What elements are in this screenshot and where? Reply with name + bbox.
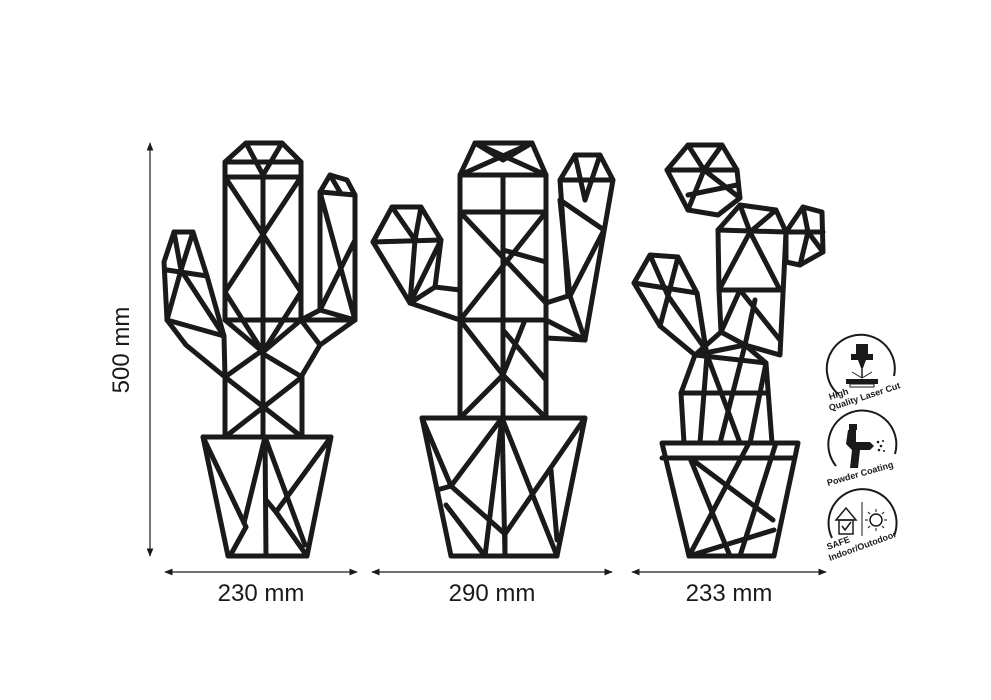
laser-cut-icon	[846, 344, 878, 388]
house-sun-icon	[834, 502, 887, 536]
badge-safe-indoor-outdoor	[827, 488, 898, 539]
spray-gun-icon	[846, 424, 885, 468]
width-label-2: 290 mm	[448, 580, 536, 607]
cactus-2	[370, 140, 616, 559]
width-label-3: 233 mm	[685, 580, 773, 607]
cactus-3	[631, 142, 826, 559]
badge-powder-coating	[827, 409, 898, 468]
badge-laser-cut	[825, 333, 896, 395]
cactus-1	[161, 140, 358, 559]
badge-2-line1: Powder Coating	[826, 459, 895, 487]
height-label: 500 mm	[108, 306, 135, 394]
width-label-1: 230 mm	[217, 580, 305, 607]
